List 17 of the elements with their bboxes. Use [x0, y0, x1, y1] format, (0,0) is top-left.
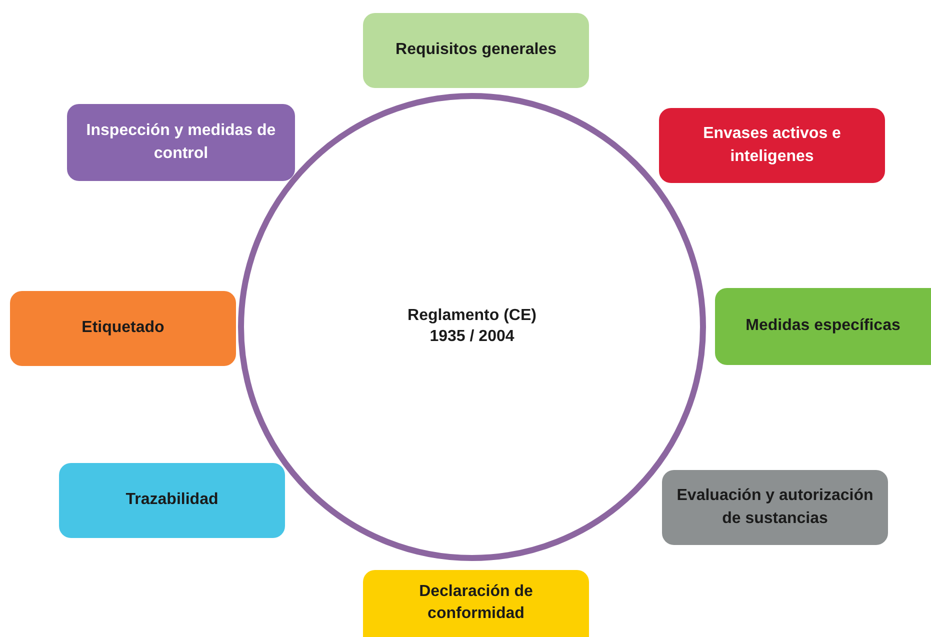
topic-label: Etiquetado	[82, 318, 164, 338]
topic-box	[659, 108, 885, 183]
topic-box	[363, 13, 589, 88]
topic-box	[363, 570, 589, 637]
topic-box	[10, 291, 236, 366]
topic-box	[59, 463, 285, 538]
topic-label: Inspección y medidas de control	[85, 121, 277, 164]
topic-label: Requisitos generales	[396, 40, 556, 60]
topic-box	[662, 470, 888, 545]
topic-label: Declaración de conformidad	[418, 582, 534, 624]
topic-label: Trazabilidad	[126, 490, 218, 510]
topic-label: Envases activos e inteligenes	[702, 124, 842, 166]
topic-box	[715, 288, 931, 365]
topic-box	[67, 104, 295, 181]
topic-label: Evaluación y autorización de sustancias	[676, 486, 874, 528]
topic-label: Medidas específicas	[746, 316, 900, 336]
center-title: Reglamento (CE) 1935 / 2004	[407, 306, 537, 347]
